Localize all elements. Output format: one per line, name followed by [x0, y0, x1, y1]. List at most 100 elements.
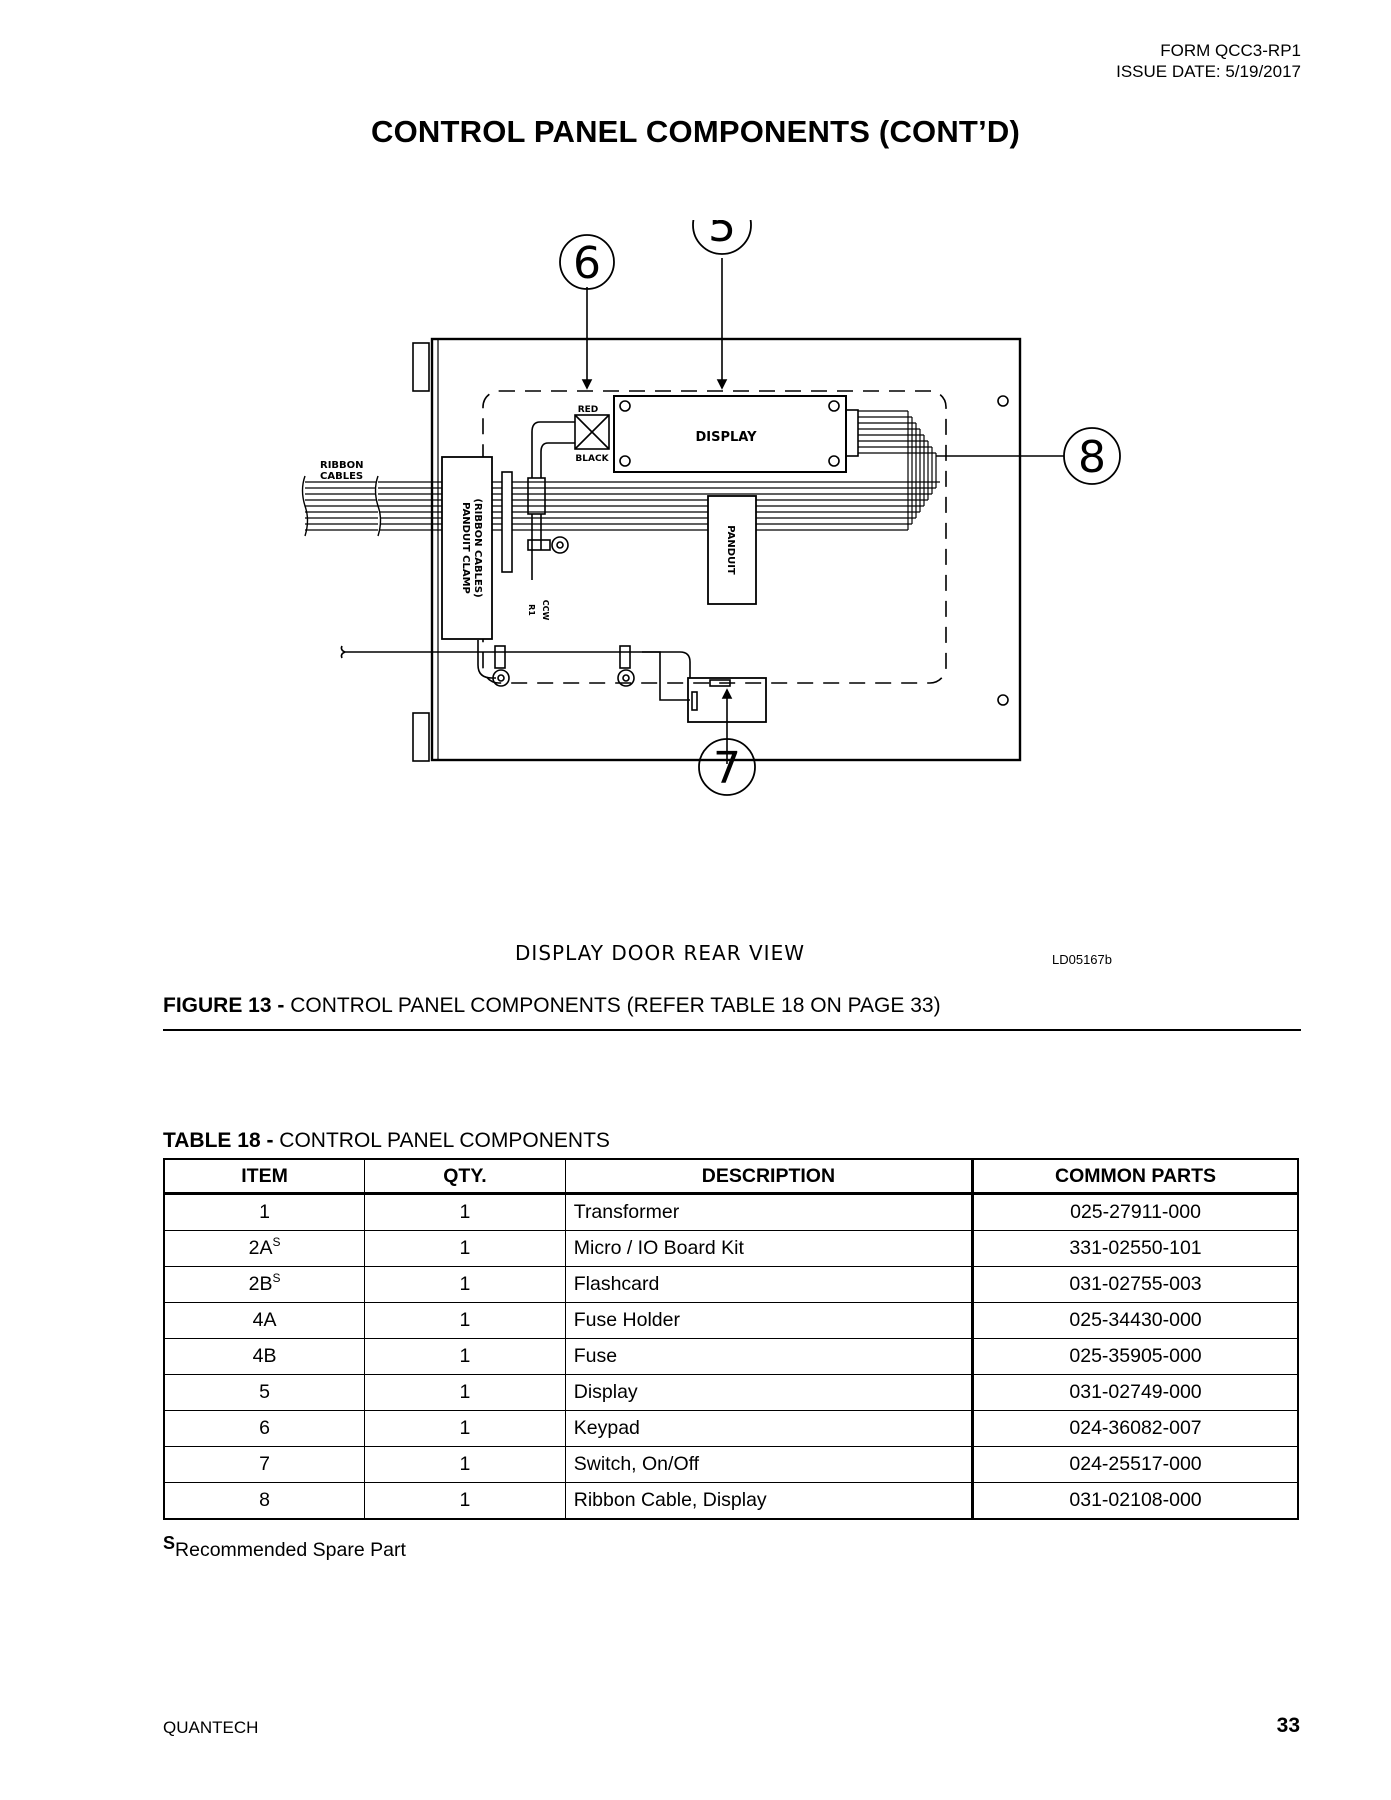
footnote: SRecommended Spare Part — [163, 1533, 406, 1562]
qty-cell: 1 — [364, 1193, 566, 1231]
callout-5 — [692, 220, 752, 255]
hinge-bottom — [412, 712, 430, 762]
view-title: DISPLAY DOOR REAR VIEW — [515, 941, 805, 965]
table-title: CONTROL PANEL COMPONENTS — [273, 1129, 610, 1152]
mount-hole — [997, 395, 1009, 407]
display-label: DISPLAY — [695, 430, 757, 445]
callout-8 — [1063, 427, 1121, 485]
item-cell: 2BS — [163, 1266, 366, 1303]
item-cell: 2AS — [163, 1230, 366, 1267]
part-number-cell: 331-02550-101 — [972, 1230, 1299, 1267]
mount-hole — [997, 694, 1009, 706]
black-label: BLACK — [575, 454, 609, 464]
item-cell: 4A — [163, 1302, 366, 1339]
footnote-text: Recommended Spare Part — [175, 1539, 406, 1561]
description-cell: Fuse — [564, 1338, 975, 1375]
qty-cell: 1 — [364, 1266, 566, 1303]
description-cell: Keypad — [564, 1410, 975, 1447]
qty-cell: 1 — [364, 1482, 566, 1520]
description-cell: Fuse Holder — [564, 1302, 975, 1339]
table-row: 2BS 1 Flashcard 031-02755-003 — [163, 1266, 1299, 1303]
form-info: FORM QCC3-RP1 ISSUE DATE: 5/19/2017 — [1116, 40, 1301, 82]
table-row: 4A 1 Fuse Holder 025-34430-000 — [163, 1302, 1299, 1339]
description-cell: Switch, On/Off — [564, 1446, 975, 1483]
part-number-cell: 031-02755-003 — [972, 1266, 1299, 1303]
table-label: TABLE 18 - — [163, 1129, 274, 1152]
table-row: 2AS 1 Micro / IO Board Kit 331-02550-101 — [163, 1230, 1299, 1267]
hinge-top — [412, 342, 430, 392]
qty-cell: 1 — [364, 1446, 566, 1483]
figure-divider — [163, 1029, 1301, 1031]
spare-part-marker: S — [272, 1271, 281, 1285]
part-number-cell: 025-35905-000 — [972, 1338, 1299, 1375]
resistor — [527, 477, 546, 515]
panduit-clamp — [441, 456, 493, 640]
drawing-id: LD05167b — [1052, 952, 1112, 967]
callout-6 — [559, 234, 615, 290]
table-row: 5 1 Display 031-02749-000 — [163, 1374, 1299, 1411]
part-number-cell: 024-25517-000 — [972, 1446, 1299, 1483]
callout-7-label: 7 — [713, 743, 741, 794]
issue-date: ISSUE DATE: 5/19/2017 — [1116, 62, 1301, 81]
panduit-clamp-label: PANDUIT CLAMP — [460, 502, 471, 594]
keypad-connector — [574, 414, 610, 450]
panduit-clamp-sublabel: (RIBBON CABLES) — [472, 498, 483, 597]
table-row: 7 1 Switch, On/Off 024-25517-000 — [163, 1446, 1299, 1483]
qty-cell: 1 — [364, 1302, 566, 1339]
form-number: FORM QCC3-RP1 — [1160, 41, 1301, 60]
part-number-cell: 025-34430-000 — [972, 1302, 1299, 1339]
qty-cell: 1 — [364, 1230, 566, 1267]
table-row: 4B 1 Fuse 025-35905-000 — [163, 1338, 1299, 1375]
part-number-cell: 031-02108-000 — [972, 1482, 1299, 1520]
red-label: RED — [578, 405, 599, 415]
diagram-svg: 5 6 7 8 DISPLAY RED BLACK RIBBON CABLES … — [301, 220, 1121, 967]
description-cell: Micro / IO Board Kit — [564, 1230, 975, 1267]
col-header-common-parts: COMMON PARTS — [972, 1158, 1299, 1195]
page-title: CONTROL PANEL COMPONENTS (CONT’D) — [371, 114, 1020, 149]
door-panel — [430, 337, 1022, 762]
table-row: 1 1 Transformer 025-27911-000 — [163, 1193, 1299, 1231]
item-cell: 5 — [163, 1374, 366, 1411]
page-number: 33 — [1276, 1714, 1300, 1737]
col-header-qty: QTY. — [364, 1158, 566, 1195]
panduit-label: PANDUIT — [725, 525, 736, 575]
footer-brand: QUANTECH — [163, 1718, 259, 1737]
callout-7 — [698, 738, 756, 796]
r1-label: R1 — [527, 604, 536, 616]
table-row: 8 1 Ribbon Cable, Display 031-02108-000 — [163, 1482, 1299, 1520]
footnote-symbol: S — [163, 1533, 176, 1553]
item-cell: 7 — [163, 1446, 366, 1483]
ribbon-label: RIBBON — [320, 460, 364, 471]
qty-cell: 1 — [364, 1374, 566, 1411]
ccw-label: CCW — [541, 600, 550, 621]
spare-part-marker: S — [272, 1235, 281, 1249]
item-cell: 4B — [163, 1338, 366, 1375]
figure-label: FIGURE 13 - — [163, 994, 285, 1017]
description-cell: Ribbon Cable, Display — [564, 1482, 975, 1520]
description-cell: Flashcard — [564, 1266, 975, 1303]
ribbon-cable-bundle — [305, 410, 940, 531]
part-number-cell: 031-02749-000 — [972, 1374, 1299, 1411]
display-door-diagram: 5 6 7 8 DISPLAY RED BLACK RIBBON CABLES … — [270, 220, 1230, 990]
callout-5-label: 5 — [708, 220, 736, 252]
item-cell: 1 — [163, 1193, 366, 1231]
item-cell: 6 — [163, 1410, 366, 1447]
table-row: 6 1 Keypad 024-36082-007 — [163, 1410, 1299, 1447]
figure-caption: FIGURE 13 - CONTROL PANEL COMPONENTS (RE… — [163, 994, 941, 1018]
col-header-description: DESCRIPTION — [564, 1158, 975, 1195]
qty-cell: 1 — [364, 1338, 566, 1375]
part-number-cell: 025-27911-000 — [972, 1193, 1299, 1231]
description-cell: Display — [564, 1374, 975, 1411]
col-header-item: ITEM — [163, 1158, 366, 1195]
panduit — [707, 495, 757, 605]
cables-label: CABLES — [320, 471, 363, 482]
qty-cell: 1 — [364, 1410, 566, 1447]
callout-6-label: 6 — [573, 238, 601, 289]
description-cell: Transformer — [564, 1193, 975, 1231]
table-header-row: ITEM QTY. DESCRIPTION COMMON PARTS — [163, 1158, 1299, 1195]
table-caption: TABLE 18 - CONTROL PANEL COMPONENTS — [163, 1129, 610, 1153]
callout-8-label: 8 — [1078, 432, 1106, 483]
figure-text: CONTROL PANEL COMPONENTS (REFER TABLE 18… — [284, 994, 941, 1017]
components-table: ITEM QTY. DESCRIPTION COMMON PARTS 1 1 T… — [163, 1158, 1299, 1520]
part-number-cell: 024-36082-007 — [972, 1410, 1299, 1447]
